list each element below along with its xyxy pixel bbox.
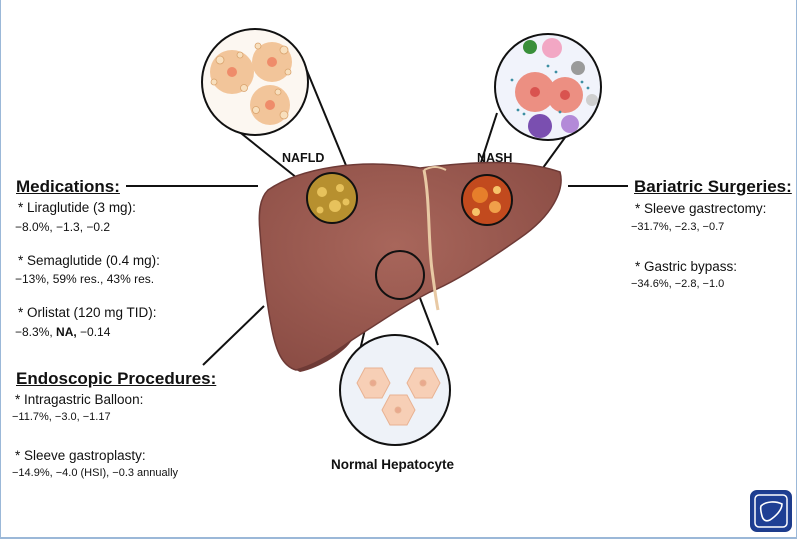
- sleeve-gastroplasty-stats: −14.9%, −4.0 (HSI), −0.3 annually: [12, 467, 179, 479]
- bariatric-heading: Bariatric Surgeries:: [634, 177, 792, 196]
- orlistat-stat-na: NA,: [56, 325, 77, 339]
- nash-label: NASH: [477, 151, 513, 165]
- immune-cell-icon: [510, 38, 598, 138]
- intragastric-balloon-label: Intragastric Balloon:: [15, 393, 143, 407]
- orlistat-label: Orlistat (120 mg TID):: [18, 306, 157, 320]
- liver-logo-icon: [750, 490, 792, 532]
- nafld-liver-spot: [306, 172, 358, 224]
- orlistat-stats: −8.3%, NA, −0.14: [15, 326, 110, 338]
- normal-hepatocyte-magnified: [339, 334, 451, 446]
- gastric-bypass-stats: −34.6%, −2.8, −1.0: [631, 278, 725, 290]
- normal-liver-spot: [375, 250, 425, 300]
- semaglutide-label: Semaglutide (0.4 mg):: [18, 254, 160, 268]
- liraglutide-label: Liraglutide (3 mg):: [18, 201, 136, 215]
- orlistat-stat-other: −0.14: [76, 325, 111, 339]
- intragastric-balloon-stats: −11.7%, −3.0, −1.17: [12, 411, 111, 423]
- nafld-magnified: [201, 28, 309, 136]
- sleeve-gastrectomy-label: Sleeve gastrectomy:: [635, 202, 766, 216]
- medications-heading: Medications:: [16, 177, 120, 196]
- normal-hepatocyte-label: Normal Hepatocyte: [331, 457, 455, 472]
- endoscopic-heading: Endoscopic Procedures:: [16, 369, 217, 388]
- fat-droplet-icon: [210, 42, 292, 125]
- nafld-label: NAFLD: [282, 151, 325, 165]
- hepatocyte-icon: [356, 367, 441, 426]
- gastric-bypass-label: Gastric bypass:: [635, 260, 737, 274]
- nash-magnified: [494, 33, 602, 141]
- orlistat-stat-weight: −8.3%,: [15, 325, 57, 339]
- sleeve-gastroplasty-label: Sleeve gastroplasty:: [15, 449, 146, 463]
- semaglutide-stats: −13%, 59% res., 43% res.: [15, 272, 155, 286]
- sleeve-gastrectomy-stats: −31.7%, −2.3, −0.7: [631, 221, 725, 233]
- nash-liver-spot: [461, 174, 513, 226]
- liraglutide-stats: −8.0%, −1.3, −0.2: [15, 220, 111, 234]
